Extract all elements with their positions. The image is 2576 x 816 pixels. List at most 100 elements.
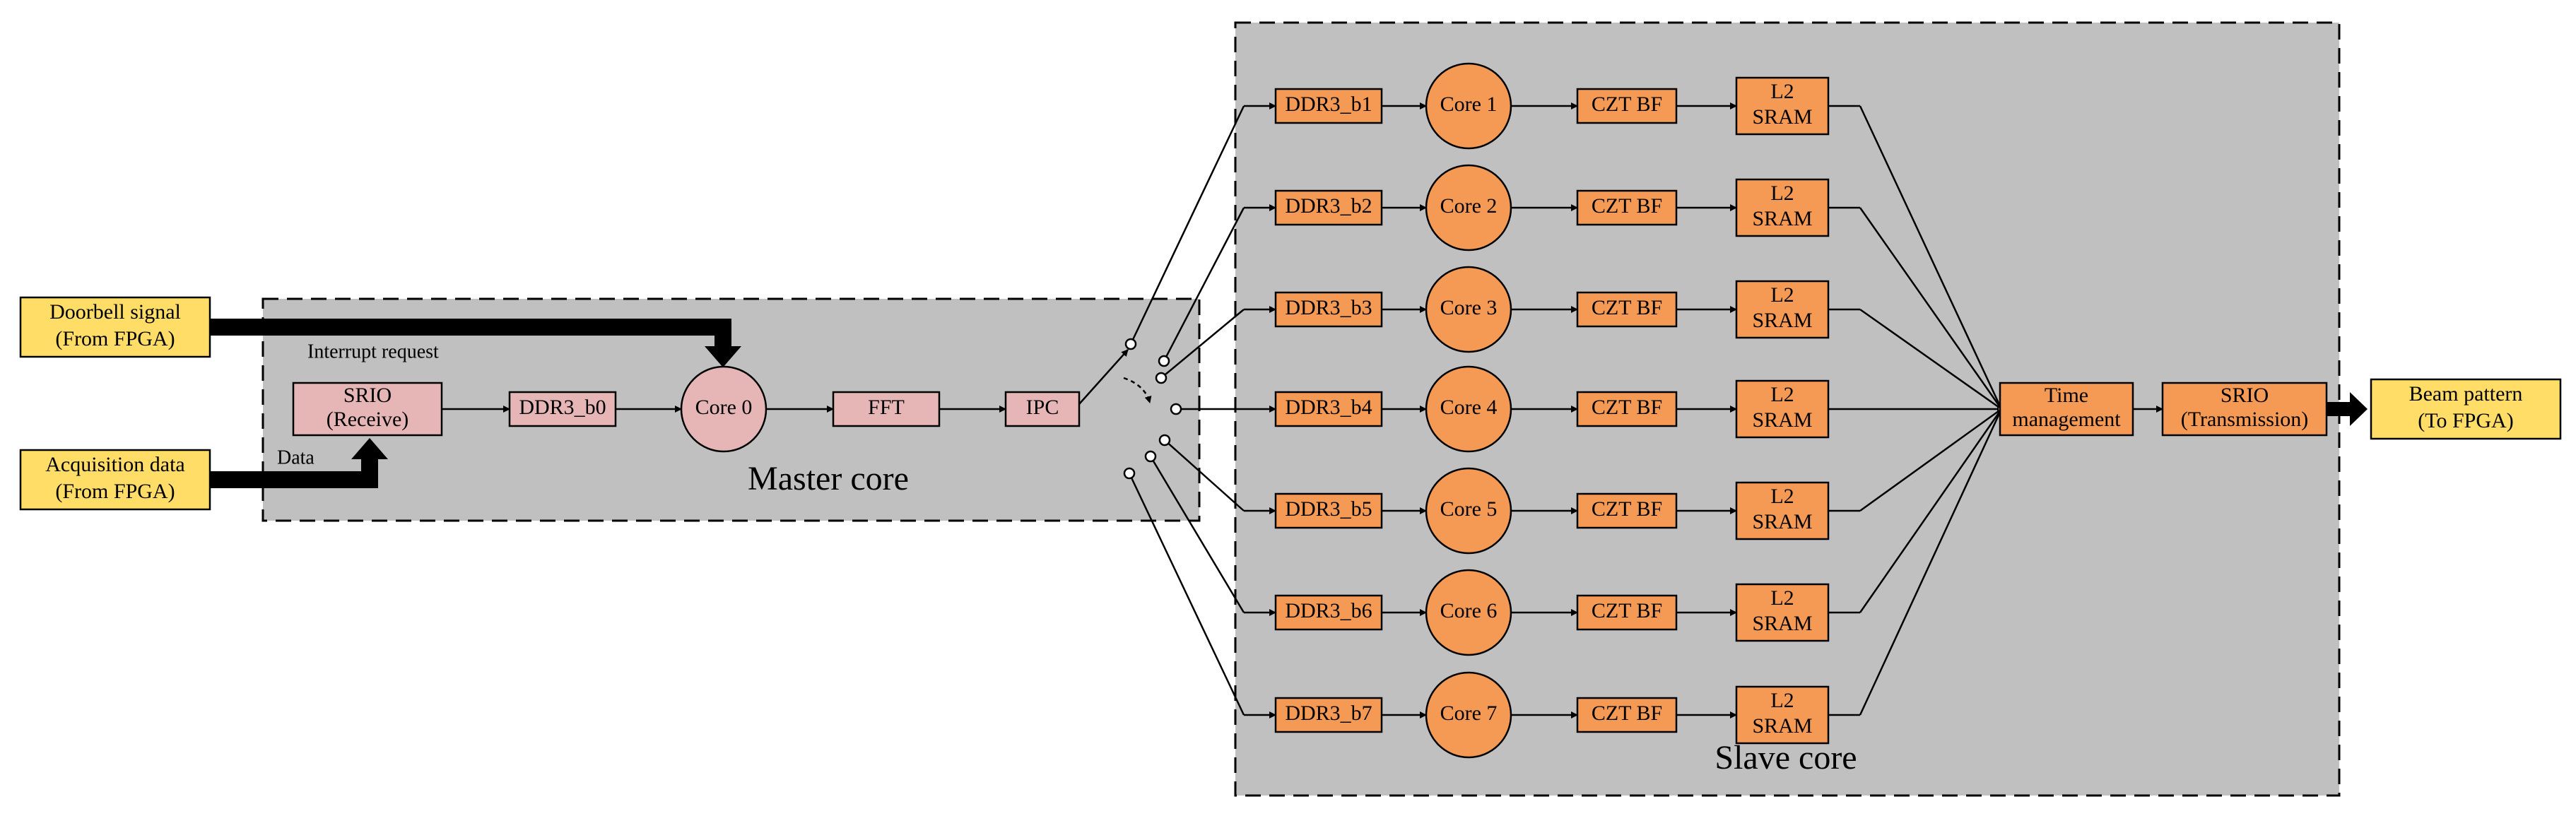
czt-bf-4-block: CZT BF [1576,391,1678,427]
interrupt-request-label: Interrupt request [307,341,439,362]
switch-contact-6 [1144,450,1157,463]
core-7-circle: Core 7 [1425,671,1512,759]
fanout-line-7 [1128,473,1245,716]
czt-bf-2-block-shape [1576,189,1678,226]
core-4-circle: Core 4 [1425,365,1512,453]
srio-transmission-block-label-0: SRIO [2221,384,2269,407]
l2-sram-1-block-label-0: L2 [1770,80,1794,103]
czt-bf-7-block: CZT BF [1576,697,1678,733]
doorbell-signal-box-label-1: (From FPGA) [55,327,175,350]
ddr3-b1-block: DDR3_b1 [1274,88,1383,124]
srio-transmission-block-label-1: (Transmission) [2181,408,2309,431]
fft-block-label: FFT [868,396,905,419]
czt-bf-7-block-shape [1576,697,1678,733]
l2-sram-3-block-label-0: L2 [1770,283,1794,307]
acquisition-data-box-shape [19,449,211,511]
l2-sram-5-block-label-1: SRAM [1752,510,1812,533]
core-7-circle-shape [1425,671,1512,759]
czt-bf-7-block-label: CZT BF [1592,702,1662,725]
l2-sram-5-block-label-0: L2 [1770,485,1794,508]
core-5-circle-shape [1425,467,1512,555]
ddr3-b5-block: DDR3_b5 [1274,492,1383,529]
fanout-line-1 [1129,105,1245,345]
czt-bf-1-block-shape [1576,88,1678,124]
fanout-line-6 [1149,456,1245,613]
slave-core-title: Slave core [1715,739,1857,776]
ipc-block-label: IPC [1026,396,1059,419]
ddr3-b7-block-shape [1274,697,1383,733]
fanout-line-5 [1164,439,1245,512]
core-6-circle: Core 6 [1425,569,1512,656]
czt-bf-5-block: CZT BF [1576,492,1678,529]
l2-sram-4-block-shape [1735,379,1830,439]
core-1-circle-label: Core 1 [1440,93,1498,116]
l2-sram-6-block-label-0: L2 [1770,586,1794,610]
l2-sram-1-block-shape [1735,76,1830,136]
srio-receive-block-label-1: (Receive) [327,408,409,431]
czt-bf-3-block-label: CZT BF [1592,296,1662,319]
doorbell-signal-box-shape [19,296,211,358]
core-0-circle: Core 0 [680,365,767,453]
czt-bf-6-block-label: CZT BF [1592,599,1662,622]
czt-bf-5-block-label: CZT BF [1592,497,1662,521]
doorbell-signal-box-label-0: Doorbell signal [49,300,181,324]
czt-bf-1-block-label: CZT BF [1592,93,1662,116]
l2-sram-1-block-label-1: SRAM [1752,105,1812,129]
ddr3-b4-block-label: DDR3_b4 [1285,396,1372,419]
ddr3-b6-block-label: DDR3_b6 [1285,599,1372,622]
sram-to-time-line-5 [1859,408,2002,512]
czt-bf-3-block-shape [1576,291,1678,328]
ddr3-b3-block-shape [1274,291,1383,328]
beam-pattern-box-shape [2370,378,2562,440]
ddr3-b0-block: DDR3_b0 [508,391,617,427]
l2-sram-6-block-shape [1735,583,1830,642]
ddr3-b0-block-label: DDR3_b0 [519,396,606,419]
sram-to-time-line-6 [1859,408,2003,613]
time-management-block-label-0: Time [2045,384,2088,407]
ddr3-b2-block-shape [1274,189,1383,226]
beam-pattern-box-label-1: (To FPGA) [2418,409,2513,432]
czt-bf-4-block-label: CZT BF [1592,396,1662,419]
core-2-circle-label: Core 2 [1440,194,1498,218]
czt-bf-5-block-shape [1576,492,1678,529]
ddr3-b3-block: DDR3_b3 [1274,291,1383,328]
core-1-circle: Core 1 [1425,62,1512,150]
l2-sram-7-block-label-0: L2 [1770,689,1794,712]
core-7-circle-label: Core 7 [1440,702,1498,725]
l2-sram-5-block-shape [1735,481,1830,540]
l2-sram-2-block-label-1: SRAM [1752,207,1812,230]
core-3-circle-label: Core 3 [1440,296,1498,319]
core-3-circle-shape [1425,266,1512,353]
czt-bf-2-block-label: CZT BF [1592,194,1662,218]
ddr3-b6-block-shape [1274,594,1383,631]
ddr3-b5-block-shape [1274,492,1383,529]
ddr3-b2-block: DDR3_b2 [1274,189,1383,226]
l2-sram-7-block-shape [1735,685,1830,745]
interrupt-thick-arrowhead [705,346,741,367]
arrow-ipc-to-switch [1078,349,1129,405]
ddr3-b5-block-label: DDR3_b5 [1285,497,1372,521]
ddr3-b4-block-shape [1274,391,1383,427]
switch-contact-4 [1170,403,1182,415]
ddr3-b2-block-label: DDR3_b2 [1285,194,1372,218]
ddr3-b7-block: DDR3_b7 [1274,697,1383,733]
interrupt-thick-line [210,319,731,346]
srio-receive-block-shape [292,382,443,437]
sram-to-time-line-2 [1859,207,2003,410]
ddr3-b1-block-shape [1274,88,1383,124]
l2-sram-7-block-label-1: SRAM [1752,714,1812,738]
time-management-block-shape [1999,382,2134,437]
ddr3-b7-block-label: DDR3_b7 [1285,702,1372,725]
data-thick-line [210,459,378,488]
l2-sram-3-block-label-1: SRAM [1752,309,1812,332]
ddr3-b4-block: DDR3_b4 [1274,391,1383,427]
